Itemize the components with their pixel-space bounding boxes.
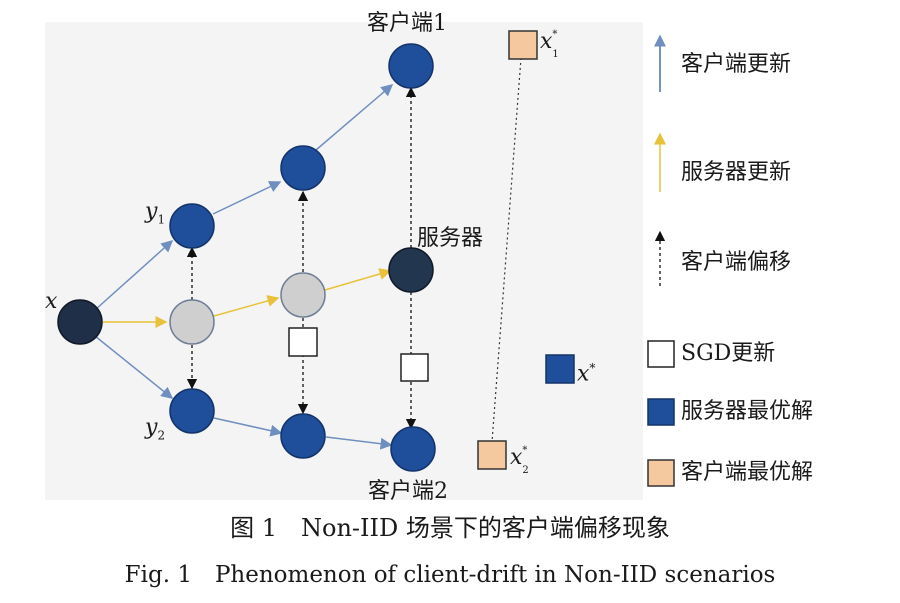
client2-optimum-square xyxy=(477,440,507,470)
client-optima-link xyxy=(491,57,522,443)
server-update-arrow-3 xyxy=(324,268,392,291)
legend-client-update-label: 客户端更新 xyxy=(681,52,792,77)
start-node-x xyxy=(57,299,103,345)
client1-optimum-square xyxy=(508,30,538,60)
client2-update-arrow-3 xyxy=(325,436,393,450)
legend-server-optimum-icon xyxy=(647,398,675,426)
x-label: x xyxy=(45,289,58,314)
server-optimum-square xyxy=(545,354,575,384)
y1-label: y1 xyxy=(145,199,166,227)
client2-node-y2 xyxy=(169,388,215,434)
y2-label: y2 xyxy=(145,415,166,443)
client2-update-arrow-1 xyxy=(94,335,174,399)
client2-node-2 xyxy=(280,413,326,459)
legend-client-optimum-label: 客户端最优解 xyxy=(681,460,814,485)
client1-update-arrow-2 xyxy=(212,181,282,215)
client2-update-arrow-2 xyxy=(213,417,283,437)
x1-star-label: x*1 xyxy=(540,29,559,60)
client1-node-y1 xyxy=(169,203,215,249)
server-label: 服务器 xyxy=(417,226,484,251)
legend-sgd-update-icon xyxy=(647,340,675,368)
x-star-label: x* xyxy=(577,361,596,387)
diagram-background xyxy=(45,22,643,500)
legend-sgd-update-label: SGD更新 xyxy=(681,341,776,366)
client1-node-2 xyxy=(280,145,326,191)
intermediate-node-2 xyxy=(280,272,326,318)
server-update-arrow-2 xyxy=(213,295,280,317)
legend-client-drift-label: 客户端偏移 xyxy=(681,250,792,275)
figure-caption-chinese: 图 1 Non-IID 场景下的客户端偏移现象 xyxy=(230,514,670,542)
server-node xyxy=(388,247,434,293)
client2-node-3 xyxy=(390,426,436,472)
legend-server-update-label: 服务器更新 xyxy=(681,160,792,185)
x2-star-label: x*2 xyxy=(510,445,529,476)
client1-update-arrow-1 xyxy=(94,239,174,311)
sgd-update-square-server xyxy=(400,353,429,382)
legend-client-optimum-icon xyxy=(647,459,675,487)
figure-caption-english: Fig. 1 Phenomenon of client-drift in Non… xyxy=(124,562,776,588)
sgd-update-square-mid xyxy=(288,327,318,357)
legend-server-optimum-label: 服务器最优解 xyxy=(681,399,814,424)
intermediate-node-1 xyxy=(169,299,215,345)
client1-label: 客户端1 xyxy=(367,11,447,36)
client1-node-3 xyxy=(388,43,434,89)
client1-update-arrow-3 xyxy=(315,84,394,151)
client2-label: 客户端2 xyxy=(368,479,448,504)
